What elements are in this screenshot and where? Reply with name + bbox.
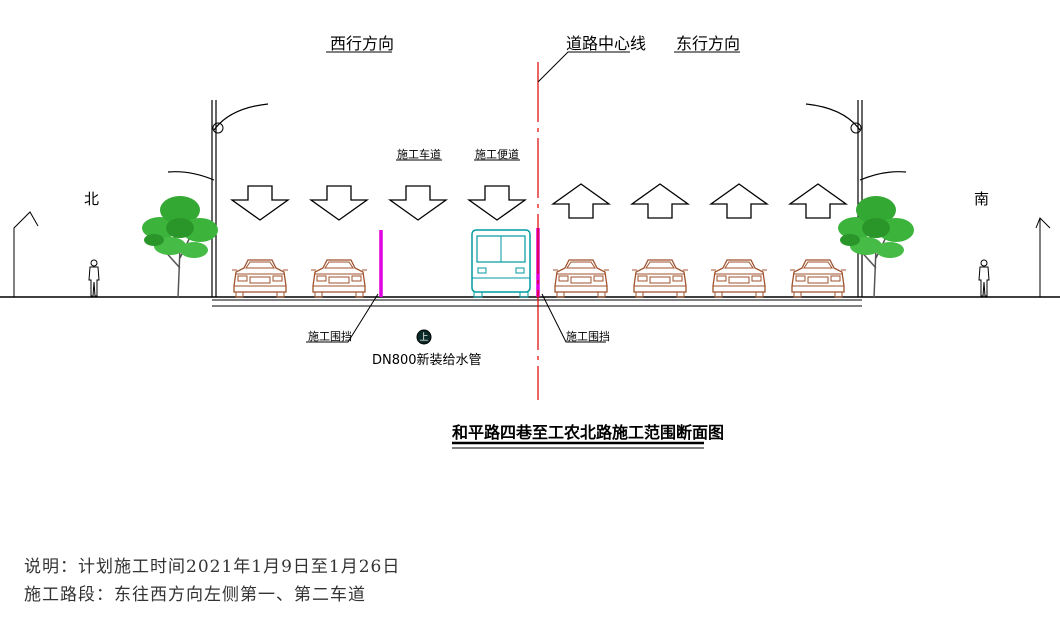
- pipe-marker-icon: [416, 329, 432, 345]
- center-line-label: 道路中心线: [566, 34, 647, 53]
- streetlight-icon: [167, 100, 269, 297]
- fence-right-label: 施工围挡: [566, 330, 610, 343]
- arrow-down-icon: [231, 185, 289, 221]
- pedestrian-icon: [88, 259, 100, 297]
- pipe-marker-label: 上: [419, 333, 429, 343]
- diagram-title: 和平路四巷至工农北路施工范围断面图: [452, 423, 725, 442]
- north-label: 北: [84, 190, 100, 208]
- arrow-up-icon: [552, 183, 610, 219]
- arrow-up-icon: [789, 183, 847, 219]
- bus-icon: [471, 229, 531, 298]
- construction-lane-label: 施工车道: [397, 148, 441, 161]
- note-line-2: 施工路段：东往西方向左侧第一、第二车道: [24, 585, 366, 605]
- car-icon: [631, 259, 689, 298]
- car-icon: [231, 259, 289, 298]
- car-icon: [552, 259, 610, 298]
- south-label: 南: [974, 190, 990, 208]
- car-icon: [310, 259, 368, 298]
- construction-sidewalk-label: 施工便道: [475, 148, 519, 161]
- arrow-down-icon: [468, 185, 526, 221]
- arrow-down-icon: [310, 185, 368, 221]
- car-icon: [710, 259, 768, 298]
- arrow-up-icon: [710, 183, 768, 219]
- tree-icon: [141, 195, 219, 299]
- pedestrian-icon: [978, 259, 990, 297]
- arrow-up-icon: [631, 183, 689, 219]
- car-icon: [789, 259, 847, 298]
- eastbound-label: 东行方向: [676, 34, 741, 53]
- pipe-label: DN800新装给水管: [372, 353, 482, 368]
- streetlight-icon: [805, 100, 907, 297]
- fence-left-label: 施工围挡: [308, 330, 352, 343]
- tree-icon: [837, 195, 915, 299]
- westbound-label: 西行方向: [330, 34, 395, 53]
- arrow-down-icon: [389, 185, 447, 221]
- note-line-1: 说明：计划施工时间2021年1月9日至1月26日: [24, 557, 401, 577]
